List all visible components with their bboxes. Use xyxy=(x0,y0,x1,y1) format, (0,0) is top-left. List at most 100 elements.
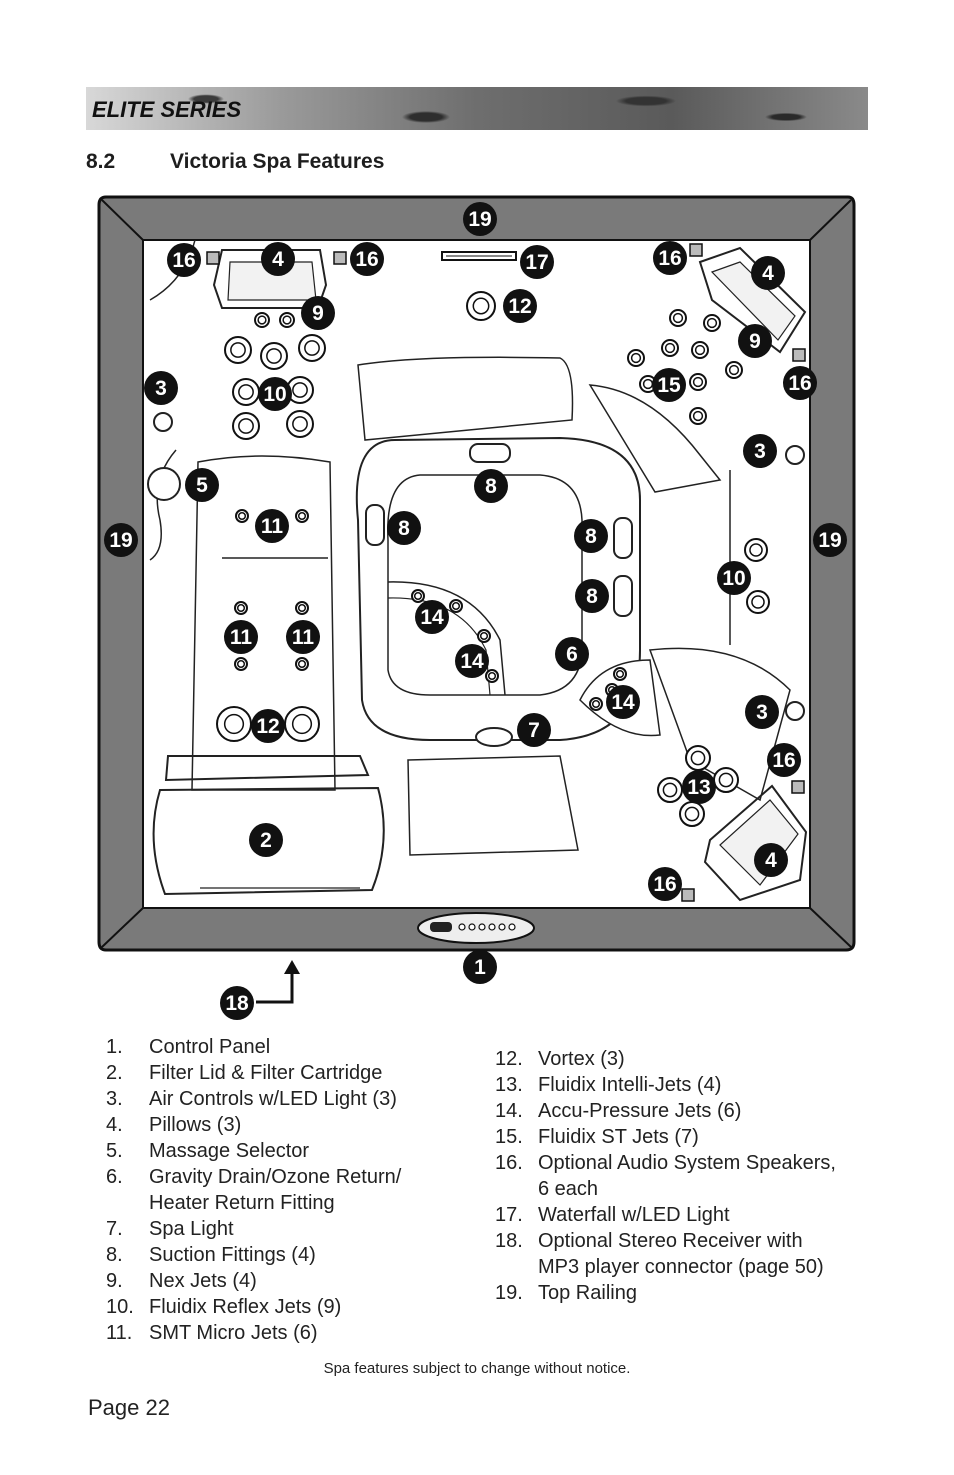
legend-item-text: Nex Jets (4) xyxy=(149,1270,257,1292)
callout-stereo-receiver: 18 xyxy=(220,986,254,1020)
legend-item-number: 18. xyxy=(495,1230,523,1252)
legend-item: 17. Waterfall w/LED Light xyxy=(495,1204,730,1227)
callout-suction-fitting: 8 xyxy=(575,579,609,613)
callout-top-railing-top: 19 xyxy=(463,202,497,236)
legend-item-number: 11. xyxy=(106,1322,133,1344)
legend-item: 18. Optional Stereo Receiver with xyxy=(495,1230,803,1253)
legend-item-text: Top Railing xyxy=(538,1282,637,1304)
callout-suction-fitting: 8 xyxy=(387,511,421,545)
legend-item: 6. Gravity Drain/Ozone Return/ xyxy=(106,1166,401,1189)
legend-item: 5. Massage Selector xyxy=(106,1140,309,1163)
callout-pillow: 4 xyxy=(754,843,788,877)
legend-item-text: Optional Stereo Receiver with xyxy=(538,1230,803,1252)
callout-pillow: 4 xyxy=(751,256,785,290)
legend-item: 3. Air Controls w/LED Light (3) xyxy=(106,1088,397,1111)
legend-item-text: Suction Fittings (4) xyxy=(149,1244,316,1266)
legend-item-number: 10. xyxy=(106,1296,134,1318)
legend-item-number: 13. xyxy=(495,1074,523,1096)
series-title: ELITE SERIES xyxy=(92,97,242,122)
legend-item: 13. Fluidix Intelli-Jets (4) xyxy=(495,1074,721,1097)
spa-diagram xyxy=(97,195,856,1004)
callout-speaker: 16 xyxy=(648,867,682,901)
legend-item: 1. Control Panel xyxy=(106,1036,270,1059)
section-title: Victoria Spa Features xyxy=(170,150,385,173)
control-panel xyxy=(417,912,535,944)
callout-speaker: 16 xyxy=(653,241,687,275)
legend-item-number: 4. xyxy=(106,1114,123,1136)
legend-item-text: Filter Lid & Filter Cartridge xyxy=(149,1062,383,1084)
legend-item: 11.SMT Micro Jets (6) xyxy=(106,1322,318,1345)
callout-accu-jets: 14 xyxy=(415,600,449,634)
legend-item: 15. Fluidix ST Jets (7) xyxy=(495,1126,699,1149)
callout-speaker: 16 xyxy=(350,242,384,276)
callout-air-control: 3 xyxy=(745,695,779,729)
header-banner xyxy=(86,87,868,130)
callout-control-panel: 1 xyxy=(463,950,497,984)
legend-item-number: 5. xyxy=(106,1140,123,1162)
callout-vortex: 12 xyxy=(503,289,537,323)
legend-item: 12. Vortex (3) xyxy=(495,1048,625,1071)
legend-item: MP3 player connector (page 50) xyxy=(495,1256,824,1279)
callout-nex-jets: 9 xyxy=(301,296,335,330)
legend-item-number: 17. xyxy=(495,1204,523,1226)
callout-top-railing-right: 19 xyxy=(813,523,847,557)
legend-item-number: 9. xyxy=(106,1270,123,1292)
legend-item-number: 14. xyxy=(495,1100,523,1122)
legend-item-number: 19. xyxy=(495,1282,523,1304)
legend-item-text: 6 each xyxy=(538,1178,599,1200)
legend-item-text: Pillows (3) xyxy=(149,1114,242,1136)
legend-item-text: Air Controls w/LED Light (3) xyxy=(149,1088,397,1110)
callout-reflex-jets: 10 xyxy=(258,377,292,411)
callout-micro-jets: 11 xyxy=(255,509,289,543)
legend-item-text: Waterfall w/LED Light xyxy=(538,1204,730,1226)
callout-air-control: 3 xyxy=(144,371,178,405)
callout-accu-jets: 14 xyxy=(455,644,489,678)
legend-item-number: 3. xyxy=(106,1088,123,1110)
legend-item-number: 1. xyxy=(106,1036,123,1058)
legend-item-number: 6. xyxy=(106,1166,123,1188)
legend-item-text: Gravity Drain/Ozone Return/ xyxy=(149,1166,402,1188)
callout-micro-jets: 11 xyxy=(224,620,258,654)
legend-item-text: Spa Light xyxy=(149,1218,234,1240)
legend-item-text: Fluidix Intelli-Jets (4) xyxy=(538,1074,722,1096)
callout-nex-jets: 9 xyxy=(738,324,772,358)
callout-accu-jets: 14 xyxy=(606,685,640,719)
legend-item: 9. Nex Jets (4) xyxy=(106,1270,257,1293)
legend-item-text: MP3 player connector (page 50) xyxy=(538,1256,824,1278)
callout-speaker: 16 xyxy=(783,366,817,400)
legend-item: 14. Accu-Pressure Jets (6) xyxy=(495,1100,741,1123)
legend-item: 2. Filter Lid & Filter Cartridge xyxy=(106,1062,382,1085)
callout-pillow: 4 xyxy=(261,242,295,276)
callout-suction-fitting: 8 xyxy=(574,519,608,553)
legend-item: 16.Optional Audio System Speakers, xyxy=(495,1152,836,1175)
legend-item-number: 12. xyxy=(495,1048,523,1070)
callout-massage-selector: 5 xyxy=(185,468,219,502)
callout-gravity-drain: 6 xyxy=(555,637,589,671)
legend-item-number: 15. xyxy=(495,1126,523,1148)
legend-item-number: 8. xyxy=(106,1244,123,1266)
legend-item-text: Accu-Pressure Jets (6) xyxy=(538,1100,742,1122)
legend-item-text: Fluidix ST Jets (7) xyxy=(538,1126,699,1148)
callout-st-jets: 15 xyxy=(652,368,686,402)
callout-filter-lid: 2 xyxy=(249,823,283,857)
footnote: Spa features subject to change without n… xyxy=(323,1360,631,1377)
legend-item-text: Heater Return Fitting xyxy=(149,1192,335,1214)
callout-top-railing-left: 19 xyxy=(104,523,138,557)
callout-micro-jets: 11 xyxy=(286,620,320,654)
page-number: Page 22 xyxy=(88,1395,170,1420)
legend-item: 7.Spa Light xyxy=(106,1218,234,1241)
legend-item-number: 2. xyxy=(106,1062,123,1084)
legend-item-text: Massage Selector xyxy=(149,1140,310,1162)
legend-item: 6 each xyxy=(495,1178,598,1201)
callout-waterfall: 17 xyxy=(520,245,554,279)
callout-speaker: 16 xyxy=(767,743,801,777)
callout-reflex-jets: 10 xyxy=(717,561,751,595)
legend-item-text: Optional Audio System Speakers, xyxy=(538,1152,836,1174)
callout-intelli-jets: 13 xyxy=(682,770,716,804)
legend-item-text: Control Panel xyxy=(149,1036,271,1058)
legend-right: 12. Vortex (3) 13. Fluidix Intelli-Jets (4)… xyxy=(495,1048,895,1318)
legend-item-text: Vortex (3) xyxy=(538,1048,625,1070)
callout-speaker: 16 xyxy=(167,243,201,277)
legend-item: 4. Pillows (3) xyxy=(106,1114,241,1137)
